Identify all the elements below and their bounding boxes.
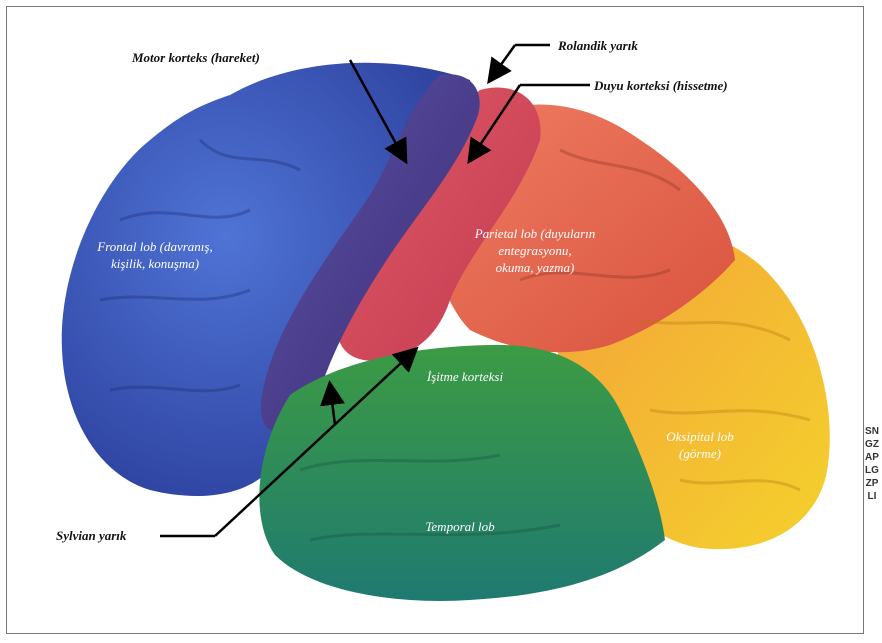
occipital-line-2: (görme) xyxy=(645,445,755,462)
parietal-lobe-label: Parietal lob (duyuların entegrasyonu, ok… xyxy=(460,225,610,276)
parietal-line-3: okuma, yazma) xyxy=(460,259,610,276)
rolandic-pointer xyxy=(490,45,515,80)
frontal-lobe-label: Frontal lob (davranış, kişilik, konuşma) xyxy=(80,238,230,272)
parietal-line-2: entegrasyonu, xyxy=(460,242,610,259)
parietal-line-1: Parietal lob (duyuların xyxy=(460,225,610,242)
motor-cortex-label: Motor korteks (hareket) xyxy=(132,50,260,66)
occipital-line-1: Oksipital lob xyxy=(645,428,755,445)
frontal-line-1: Frontal lob (davranış, xyxy=(80,238,230,255)
sensory-cortex-label: Duyu korteksi (hissetme) xyxy=(594,78,728,94)
side-code: SNGZAPLGZPLI xyxy=(865,425,879,503)
frontal-line-2: kişilik, konuşma) xyxy=(80,255,230,272)
hearing-cortex-label: İşitme korteksi xyxy=(405,368,525,385)
rolandic-label: Rolandik yarık xyxy=(558,38,638,54)
sylvian-label: Sylvian yarık xyxy=(56,528,126,544)
occipital-lobe-label: Oksipital lob (görme) xyxy=(645,428,755,462)
temporal-lobe-label: Temporal lob xyxy=(400,518,520,535)
